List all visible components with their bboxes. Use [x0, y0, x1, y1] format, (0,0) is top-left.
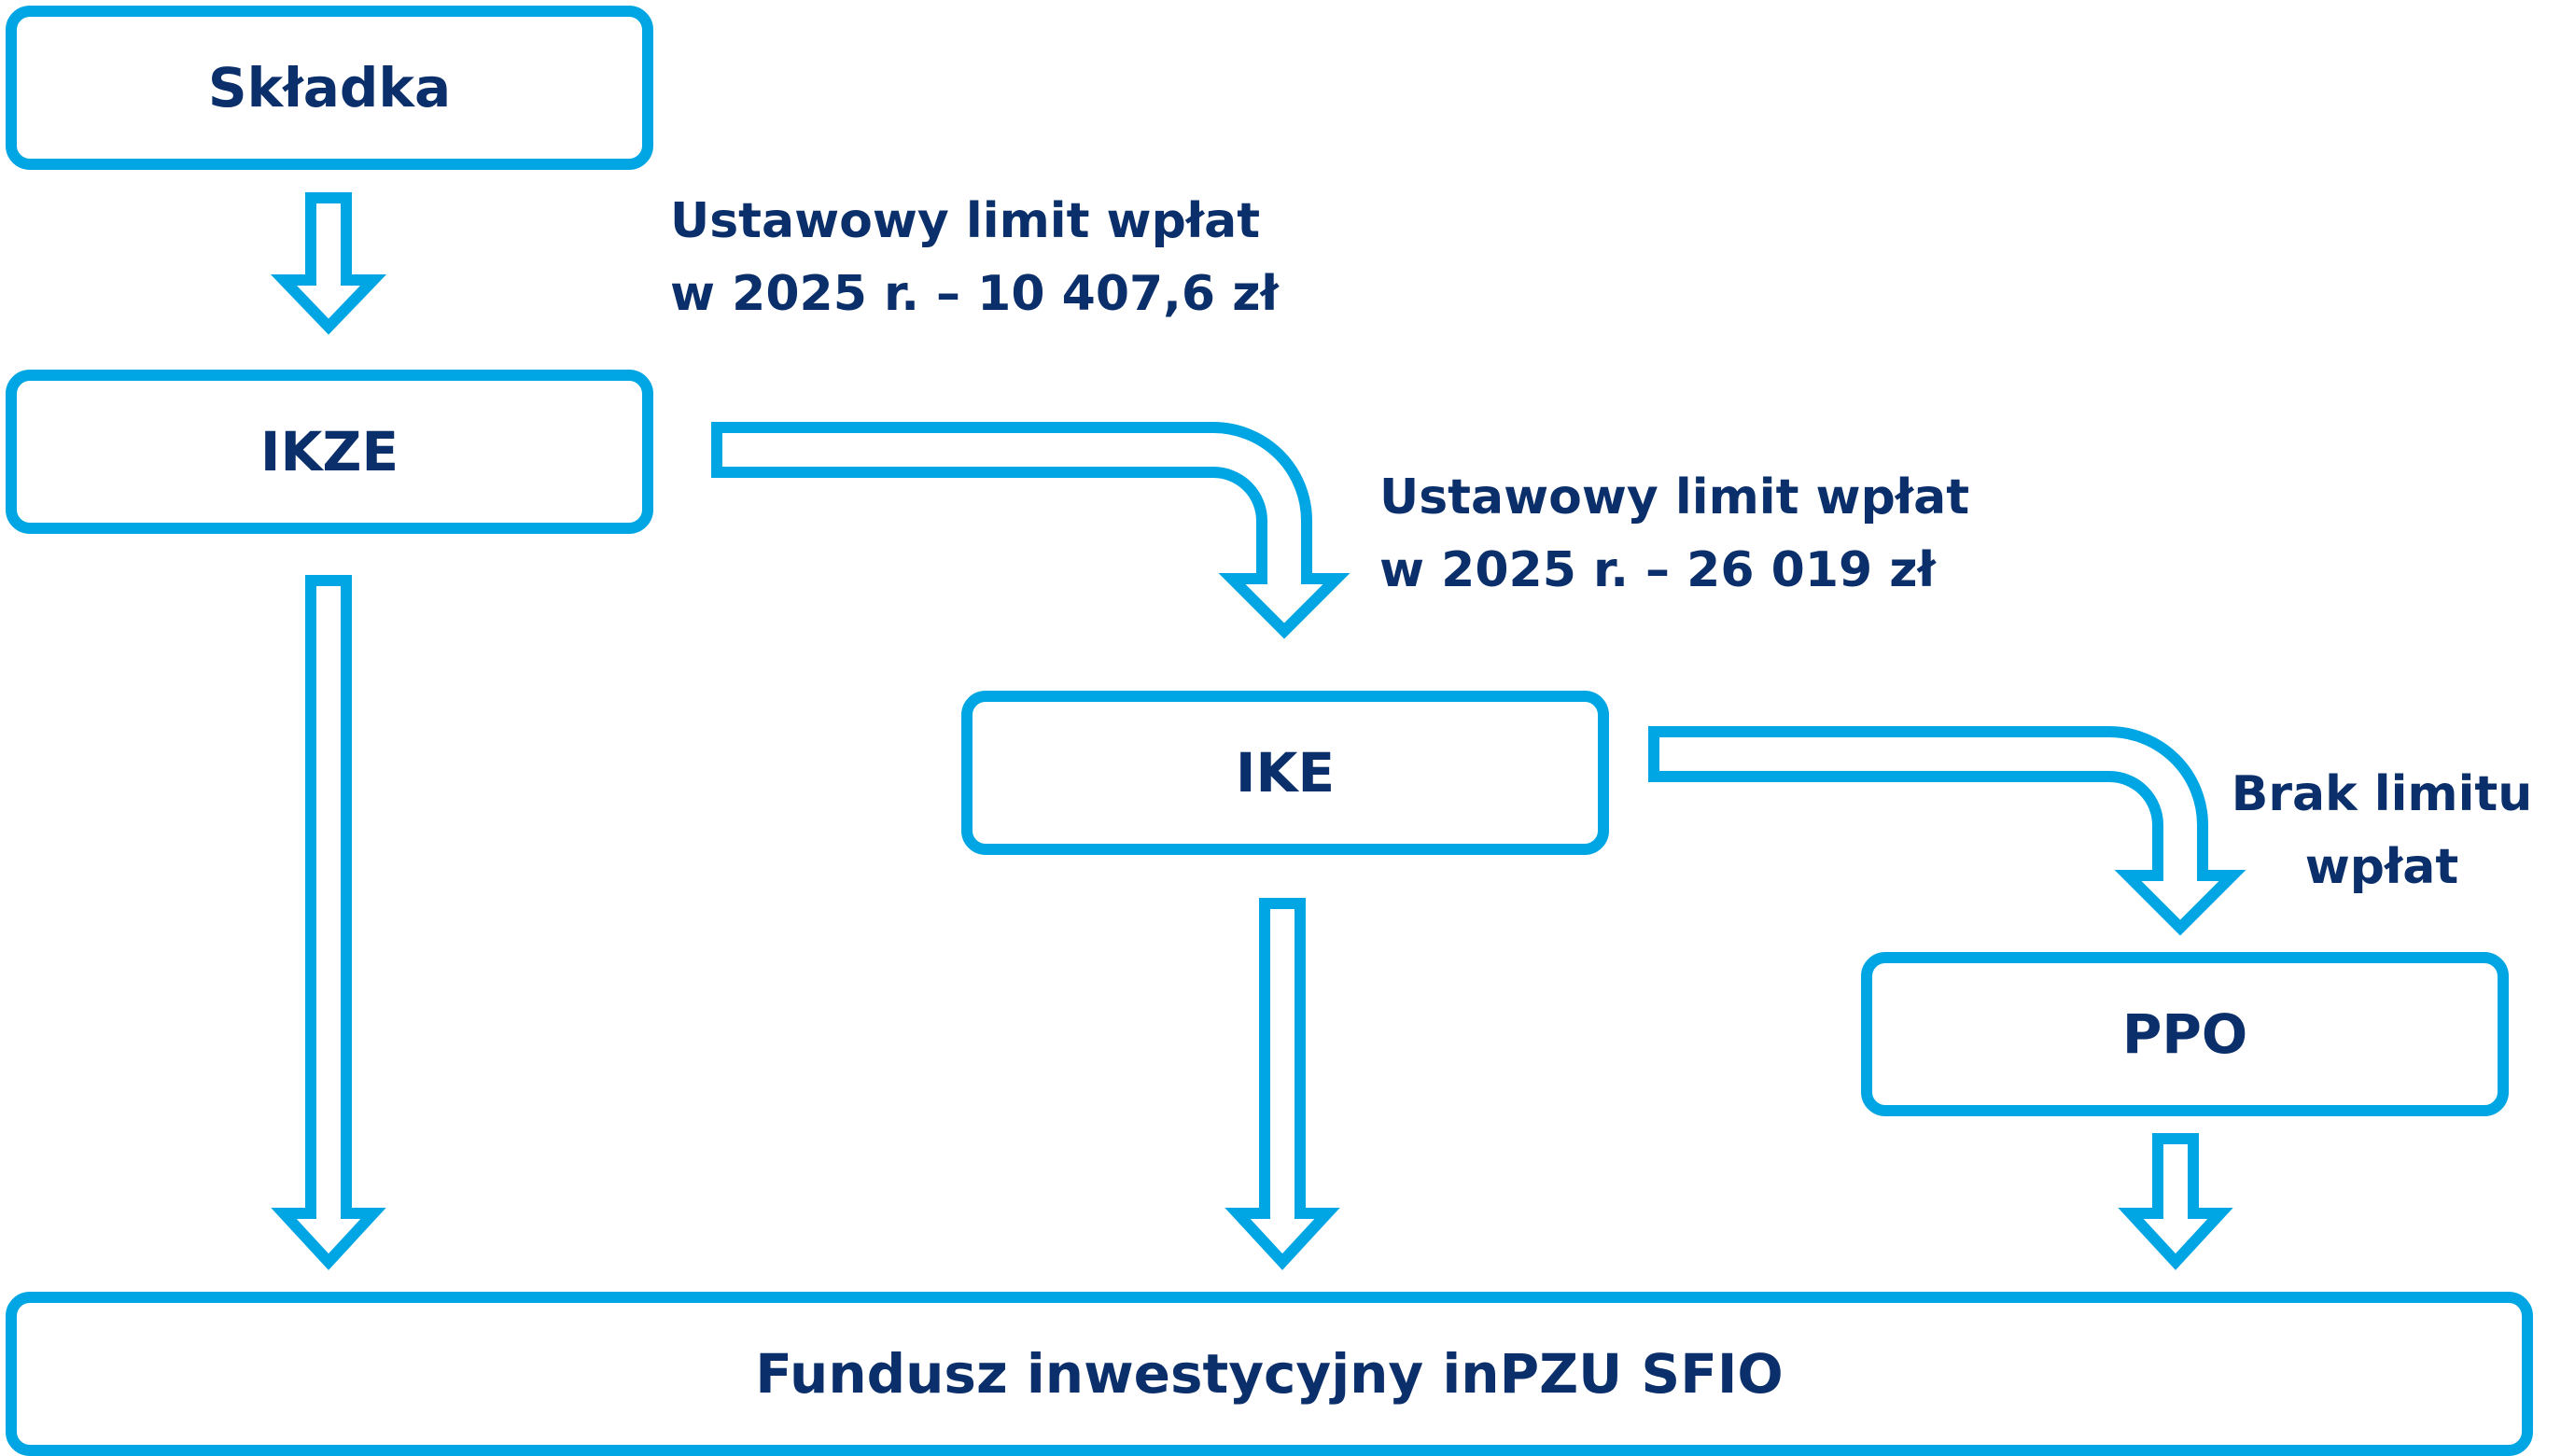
ikze-limit-line-1: Ustawowy limit wpłat	[670, 193, 1261, 249]
arrow-ike-to-fund	[1225, 898, 1340, 1270]
ike-limit-line-2: w 2025 r. – 26 019 zł	[1379, 542, 1936, 598]
arrow-ikze-to-ike	[711, 422, 1350, 639]
ikze-label: IKZE	[259, 420, 399, 483]
ike-box: IKE	[961, 691, 1609, 855]
arrow-ikze-to-fund	[271, 575, 386, 1270]
ppo-label: PPO	[2121, 1002, 2248, 1066]
fund-box: Fundusz inwestycyjny inPZU SFIO	[6, 1292, 2533, 1456]
ppo-limit-line-2: wpłat	[2304, 839, 2459, 895]
ikze-limit-line-2: w 2025 r. – 10 407,6 zł	[670, 266, 1279, 322]
ike-limit-note: Ustawowy limit wpłat w 2025 r. – 26 019 …	[1379, 461, 1969, 607]
ike-label: IKE	[1235, 741, 1336, 805]
skladka-label: Składka	[207, 56, 452, 119]
ppo-limit-note: Brak limitu wpłat	[2223, 758, 2540, 903]
ike-limit-line-1: Ustawowy limit wpłat	[1379, 469, 1970, 525]
ppo-box: PPO	[1861, 952, 2509, 1116]
arrow-ike-to-ppo	[1648, 726, 2246, 936]
ikze-box: IKZE	[6, 370, 653, 534]
skladka-box: Składka	[6, 6, 653, 170]
fund-label: Fundusz inwestycyjny inPZU SFIO	[755, 1342, 1784, 1406]
ikze-limit-note: Ustawowy limit wpłat w 2025 r. – 10 407,…	[670, 185, 1279, 330]
arrow-ppo-to-fund	[2118, 1133, 2233, 1270]
ppo-limit-line-1: Brak limitu	[2231, 766, 2533, 822]
arrow-skladka-to-ikze	[270, 192, 387, 335]
